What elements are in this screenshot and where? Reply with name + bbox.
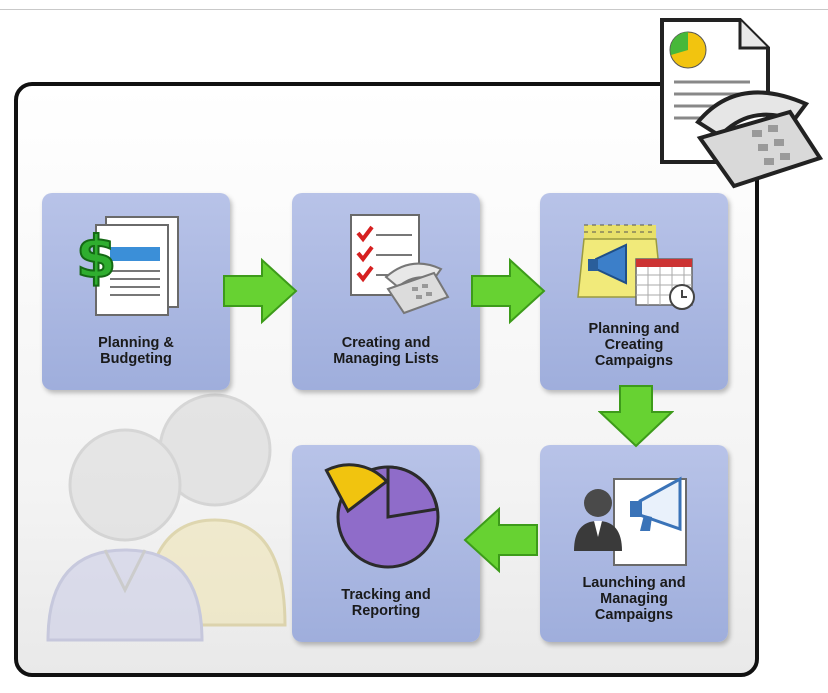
step-label: Planning and Creating Campaigns <box>588 321 680 369</box>
arrow-down-icon <box>598 385 674 448</box>
step-tracking-reporting: Tracking and Reporting <box>292 445 480 642</box>
top-divider <box>0 9 828 10</box>
report-phone-icon <box>660 18 824 189</box>
checklist-phone-icon <box>350 214 450 315</box>
background-people-icon <box>46 393 287 642</box>
step-planning-creating-campaigns: Planning and Creating Campaigns <box>540 193 728 390</box>
step-label: Planning & Budgeting <box>98 335 174 367</box>
arrow-left-icon <box>463 506 538 574</box>
presenter-megaphone-icon <box>574 476 687 566</box>
pie-chart-icon <box>324 463 440 569</box>
step-label: Launching and Managing Campaigns <box>582 575 686 623</box>
svg-text:$: $ <box>76 223 116 291</box>
megaphone-calendar-icon <box>577 224 695 310</box>
step-launching-managing-campaigns: Launching and Managing Campaigns <box>540 445 728 642</box>
budget-document-icon: $ <box>75 216 179 316</box>
step-label: Creating and Managing Lists <box>333 335 439 367</box>
arrow-right-1-icon <box>223 257 298 325</box>
step-planning-budgeting: $ Planning & Budgeting <box>42 193 230 390</box>
step-creating-managing-lists: Creating and Managing Lists <box>292 193 480 390</box>
arrow-right-2-icon <box>471 257 546 325</box>
step-label: Tracking and Reporting <box>341 587 431 619</box>
